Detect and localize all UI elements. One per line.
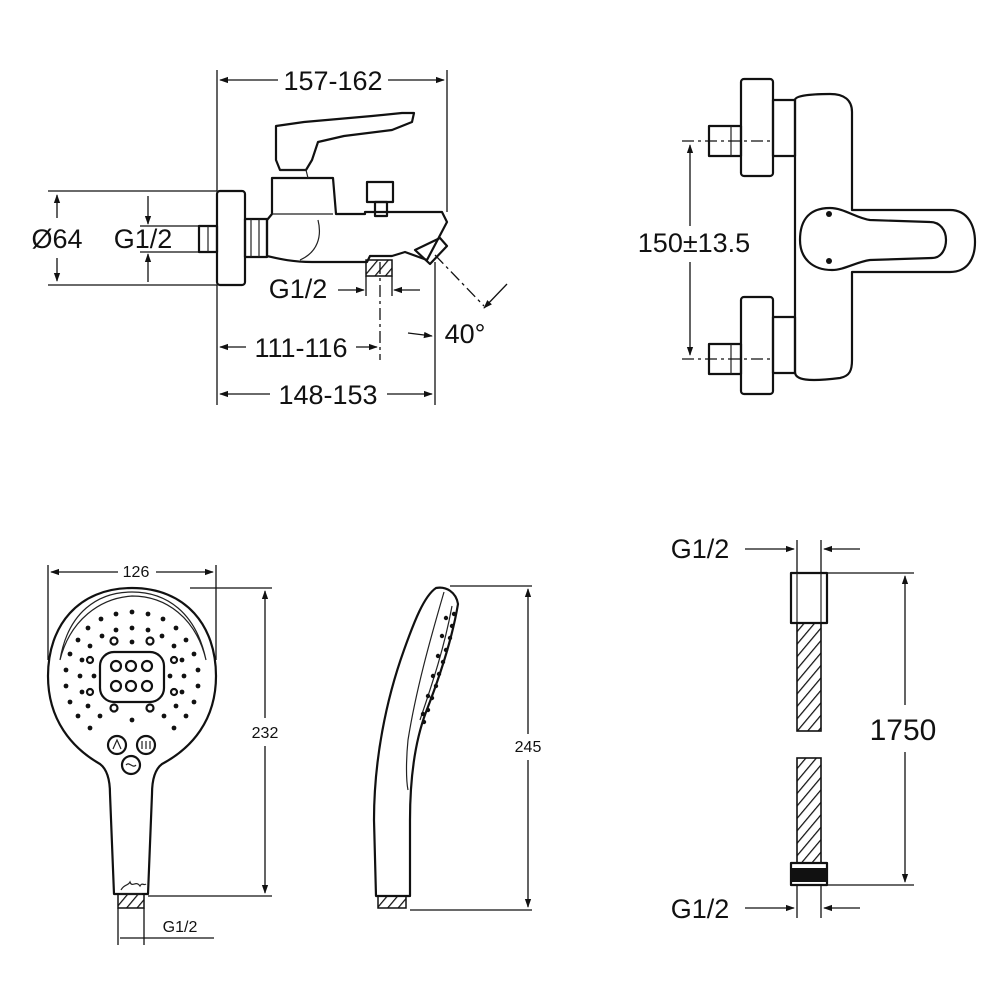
handshower-side-view: 245 — [372, 585, 542, 911]
mixer-body — [265, 176, 449, 264]
brand-signature-mark — [120, 880, 147, 891]
mixer-side-view: 157-162 Ø64 G1/2 G1/2 40° 111-116 — [31, 66, 508, 410]
handshower-thread — [117, 893, 145, 909]
hose-upper-section — [796, 622, 822, 732]
shower-outlet-thread — [365, 259, 393, 277]
dim-head-width: 126 — [123, 564, 150, 581]
handshower-side-outline — [372, 586, 460, 898]
top-escutcheon-lower — [739, 295, 775, 396]
dim-width-overall: 157-162 — [283, 66, 382, 96]
shower-hose: G1/2 1750 G1/2 — [671, 534, 937, 924]
hose-lower-section — [796, 757, 822, 864]
handshower-nozzles — [63, 609, 201, 731]
dim-handshower-thread: G1/2 — [163, 919, 198, 936]
dim-handshower-length: 232 — [252, 725, 279, 742]
dim-inlet-thread: G1/2 — [114, 224, 173, 254]
mixer-body-connector — [243, 217, 269, 259]
mixer-top-view: 150±13.5 — [638, 77, 977, 396]
spout-mouth — [413, 236, 449, 266]
spray-mode-button-1 — [106, 734, 128, 756]
dim-body-diameter: Ø64 — [31, 224, 82, 254]
dim-spout-reach: 148-153 — [278, 380, 377, 410]
dim-outlet-thread: G1/2 — [269, 274, 328, 304]
mixer-lever — [274, 111, 416, 172]
handshower-front-view: 126 232 G1/2 — [46, 564, 279, 945]
dim-hose-top-thread: G1/2 — [671, 534, 730, 564]
handshower-side-thread — [377, 895, 407, 909]
handshower-side-nozzles — [420, 611, 457, 725]
dim-hose-bottom-thread: G1/2 — [671, 894, 730, 924]
hose-bottom-nut — [789, 861, 829, 887]
top-escutcheon-upper — [739, 77, 775, 178]
dim-side-length: 245 — [515, 739, 542, 756]
mixer-top-lever — [798, 206, 948, 272]
handshower-center-panel — [98, 650, 166, 704]
dim-outlet-offset: 111-116 — [254, 333, 347, 363]
spray-mode-button-2 — [135, 734, 157, 756]
dim-hose-length: 1750 — [870, 714, 937, 747]
mixer-top-body — [793, 92, 977, 382]
spray-mode-button-3 — [120, 754, 142, 776]
mixer-escutcheon — [215, 189, 247, 287]
diverter-knob — [365, 180, 395, 204]
dim-spout-angle: 40° — [445, 319, 486, 349]
handshower-head-outline — [46, 586, 218, 896]
dim-inlet-centers: 150±13.5 — [638, 228, 750, 258]
